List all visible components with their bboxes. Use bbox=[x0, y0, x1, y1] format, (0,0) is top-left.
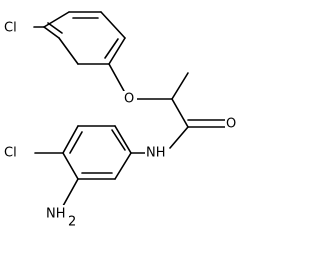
bond bbox=[62, 178, 79, 207]
molecule-structure-diagram: Cl O O NH Cl NH 2 bbox=[4, 11, 237, 230]
ether-oxygen-atom-label: O bbox=[124, 92, 134, 107]
aminochlorophenyl-ring bbox=[62, 125, 132, 180]
amino-group-label: NH bbox=[46, 207, 66, 222]
bond bbox=[169, 126, 189, 149]
chlorophenyl-ring bbox=[43, 11, 126, 65]
bond bbox=[62, 125, 79, 154]
bond bbox=[47, 22, 63, 34]
carbonyl-oxygen-atom-label: O bbox=[226, 117, 236, 132]
bond bbox=[108, 37, 126, 65]
bond bbox=[114, 152, 132, 180]
bond bbox=[171, 98, 189, 128]
bond bbox=[104, 38, 119, 59]
amino-subscript-label: 2 bbox=[68, 215, 76, 230]
bond bbox=[43, 11, 70, 28]
bond bbox=[43, 26, 60, 39]
bond bbox=[69, 131, 83, 154]
chlorine-atom-label: Cl bbox=[4, 146, 17, 161]
bond bbox=[111, 129, 126, 151]
bond bbox=[108, 63, 125, 92]
amide-nitrogen-atom-label: NH bbox=[146, 146, 166, 161]
bond bbox=[100, 11, 126, 39]
bond bbox=[58, 37, 79, 65]
bond bbox=[171, 72, 189, 100]
bond bbox=[114, 125, 132, 154]
bond bbox=[62, 152, 79, 180]
chlorine-atom-label: Cl bbox=[4, 21, 17, 36]
